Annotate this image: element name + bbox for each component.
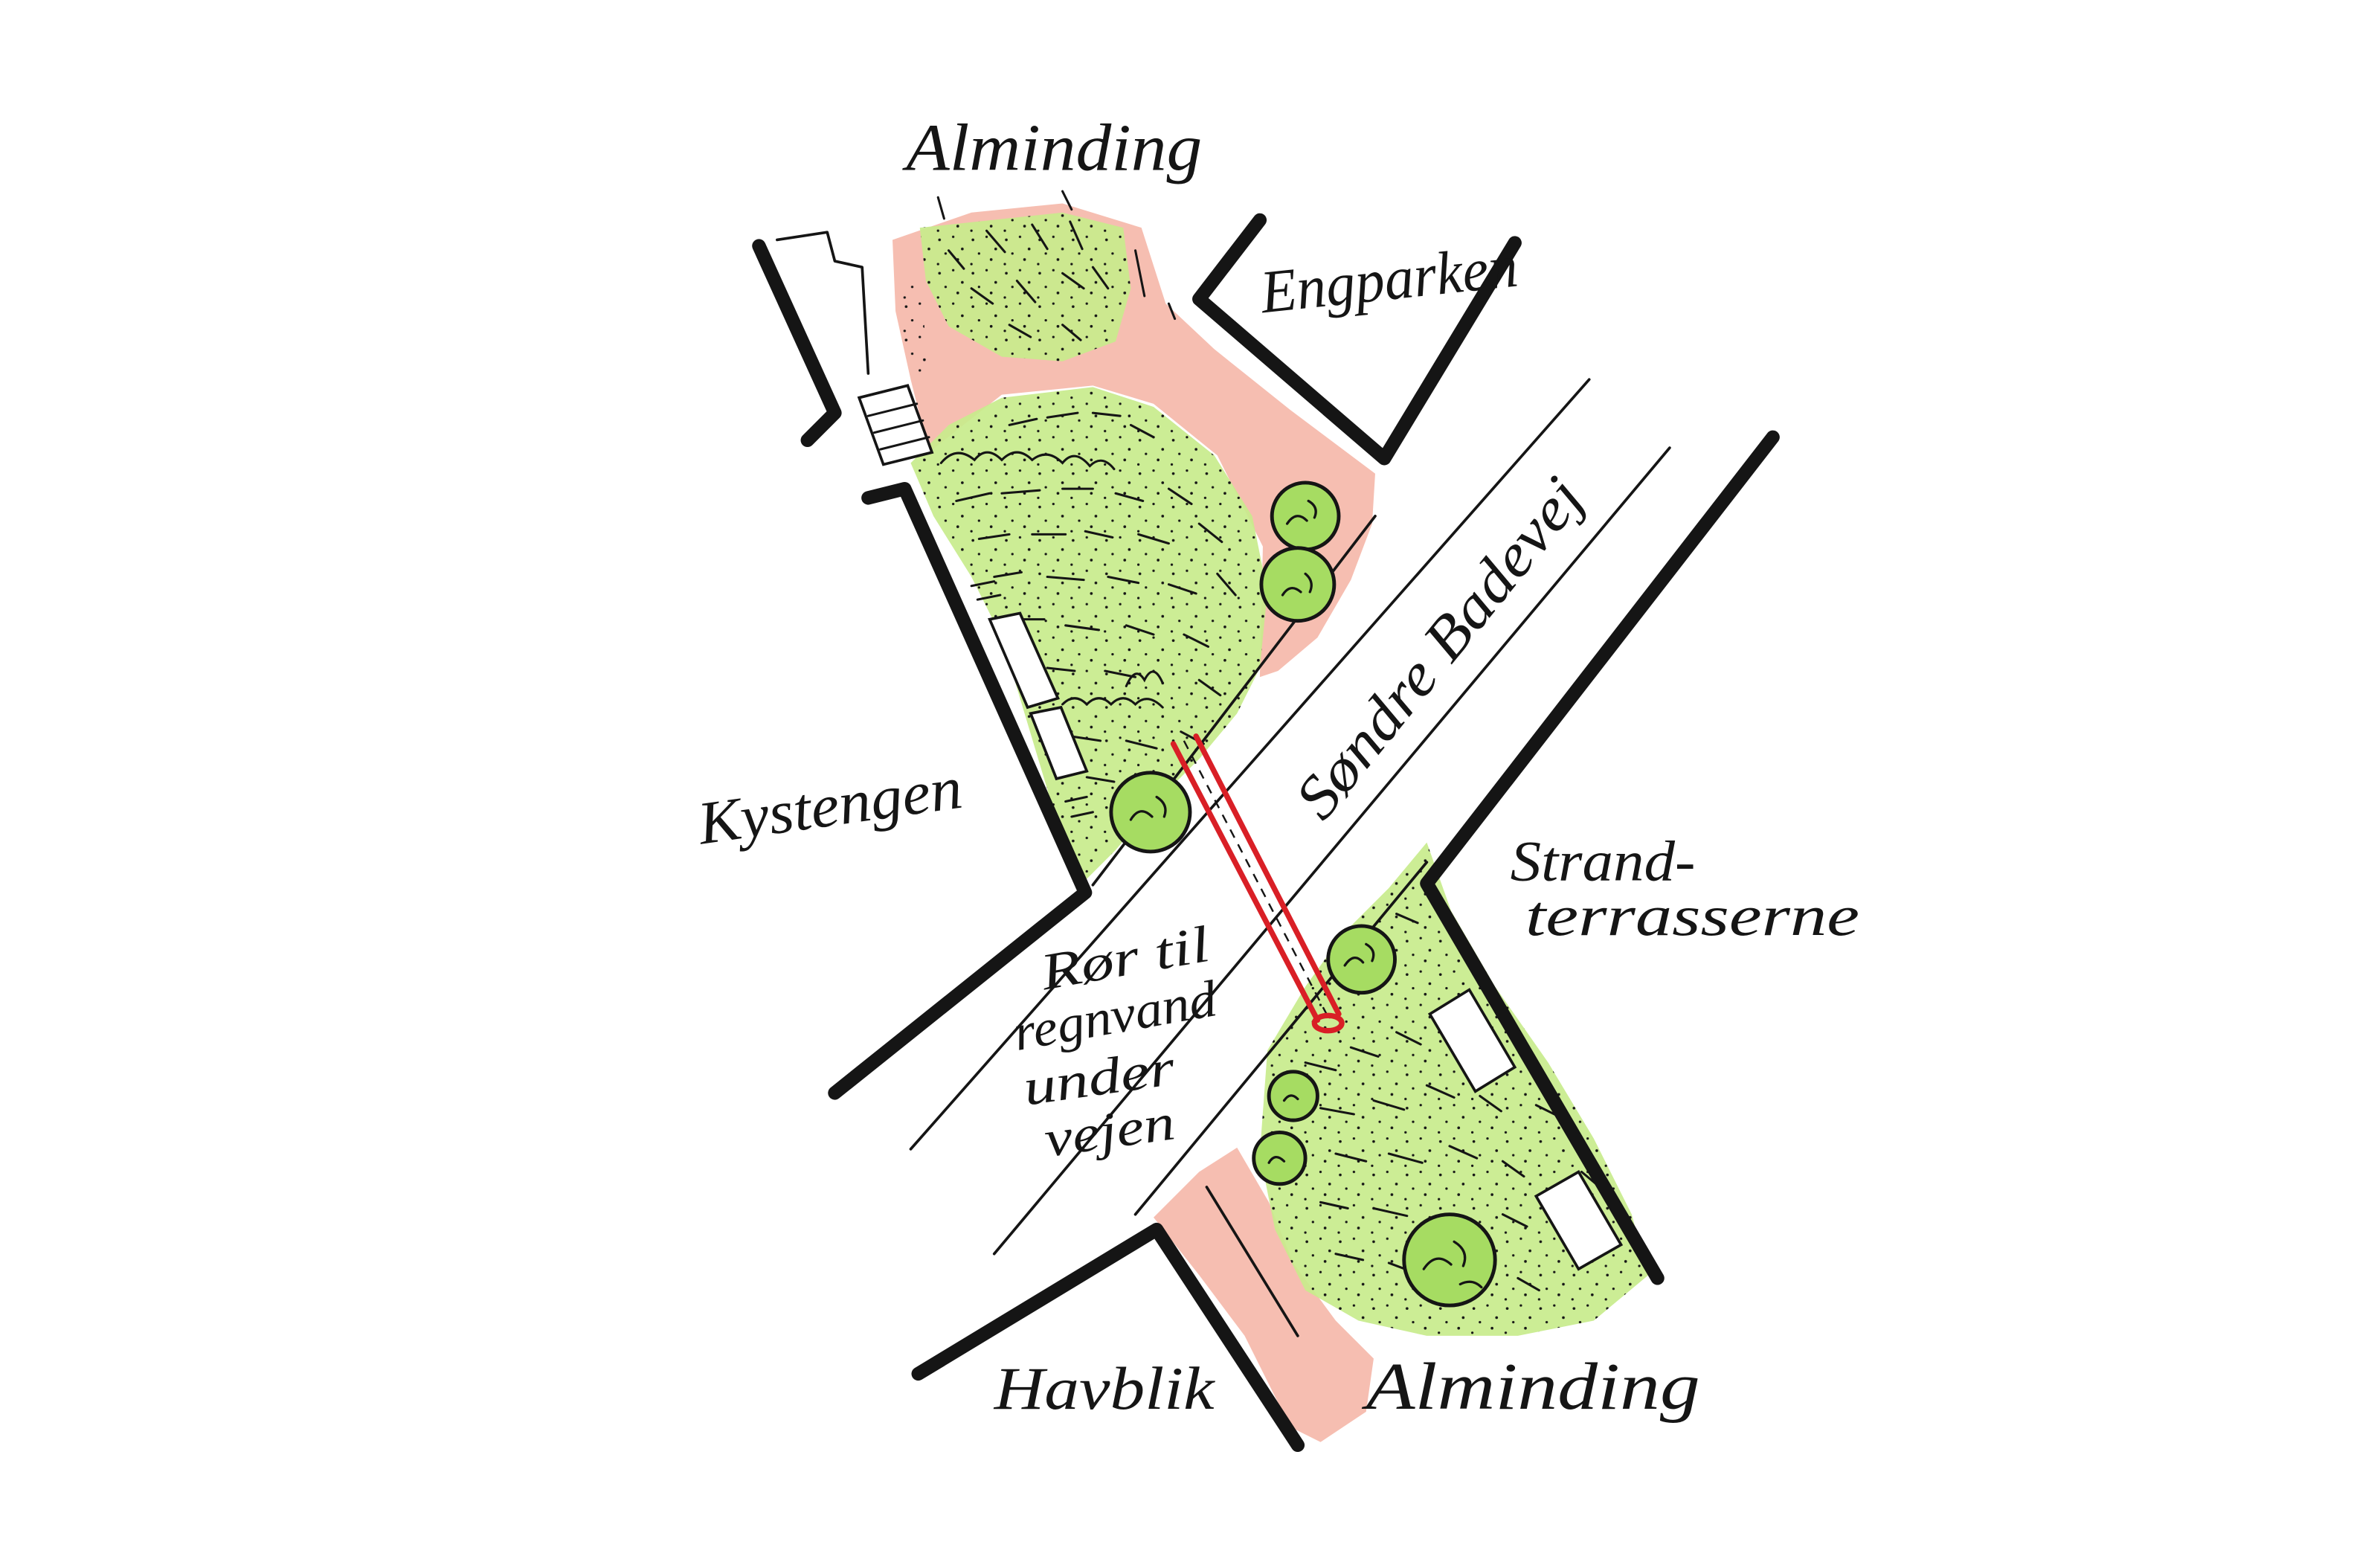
tree-detail bbox=[1267, 1155, 1286, 1164]
tree-detail bbox=[1281, 499, 1317, 597]
rainwater-pipe-outlet bbox=[1311, 1012, 1345, 1034]
tree-icon bbox=[1252, 1131, 1308, 1186]
label-strandterrasserne-line1: Strand- bbox=[1511, 829, 1696, 893]
building-kystengen-1 bbox=[988, 611, 1060, 710]
tree-detail bbox=[1282, 1094, 1299, 1102]
building-outline-northwest bbox=[776, 231, 870, 375]
label-engparken: Engparken bbox=[1256, 232, 1521, 327]
sidewalk-edge-south bbox=[1133, 861, 1429, 1216]
rainwater-pipe-line-2 bbox=[1193, 733, 1342, 1017]
label-alminding-south: Alminding bbox=[1362, 1350, 1700, 1424]
steps-kystengen bbox=[970, 580, 1094, 818]
road-edge-south bbox=[992, 446, 1671, 1256]
tree-canopy bbox=[1259, 546, 1337, 623]
tree-icon bbox=[1402, 1212, 1497, 1308]
boundary-strandterrasserne bbox=[1420, 430, 1780, 1285]
rainwater-pipe-line-1 bbox=[1170, 741, 1321, 1023]
tree-canopy bbox=[1109, 771, 1192, 854]
tree-icon bbox=[1109, 771, 1192, 854]
building-kystengen-2 bbox=[1029, 705, 1089, 781]
hatching-north bbox=[936, 190, 1177, 341]
boundary-kystengen bbox=[828, 481, 1093, 1100]
building-strandterrasserne-1 bbox=[1427, 988, 1517, 1093]
tree-detail bbox=[1129, 795, 1167, 821]
stairs-steps bbox=[866, 402, 930, 451]
stipple-north bbox=[895, 212, 1131, 380]
boundary-northwest bbox=[752, 239, 842, 448]
building-strandterrasserne-2 bbox=[1534, 1170, 1624, 1271]
tree-icon bbox=[1326, 924, 1397, 995]
tree-canopy bbox=[1270, 481, 1341, 552]
label-strandterrasserne-line2: terrasserne bbox=[1525, 884, 1859, 948]
tree-icon bbox=[1267, 1070, 1319, 1122]
tree-canopy bbox=[1402, 1212, 1497, 1308]
label-kystengen: Kystengen bbox=[693, 753, 966, 858]
tree-detail bbox=[1422, 1240, 1483, 1289]
path-line-south bbox=[1205, 1186, 1299, 1337]
tree-detail bbox=[1343, 942, 1375, 967]
rainwater-pipe-center bbox=[1183, 740, 1329, 1018]
road-edge-north bbox=[909, 378, 1591, 1151]
label-havblik: Havblik bbox=[994, 1354, 1216, 1422]
boundary-havblik bbox=[911, 1222, 1305, 1453]
boundary-engparken bbox=[1192, 213, 1522, 466]
tree-icon bbox=[1259, 481, 1341, 623]
pink-area-south bbox=[1154, 1147, 1374, 1442]
label-alminding-north: Alminding bbox=[902, 112, 1202, 185]
